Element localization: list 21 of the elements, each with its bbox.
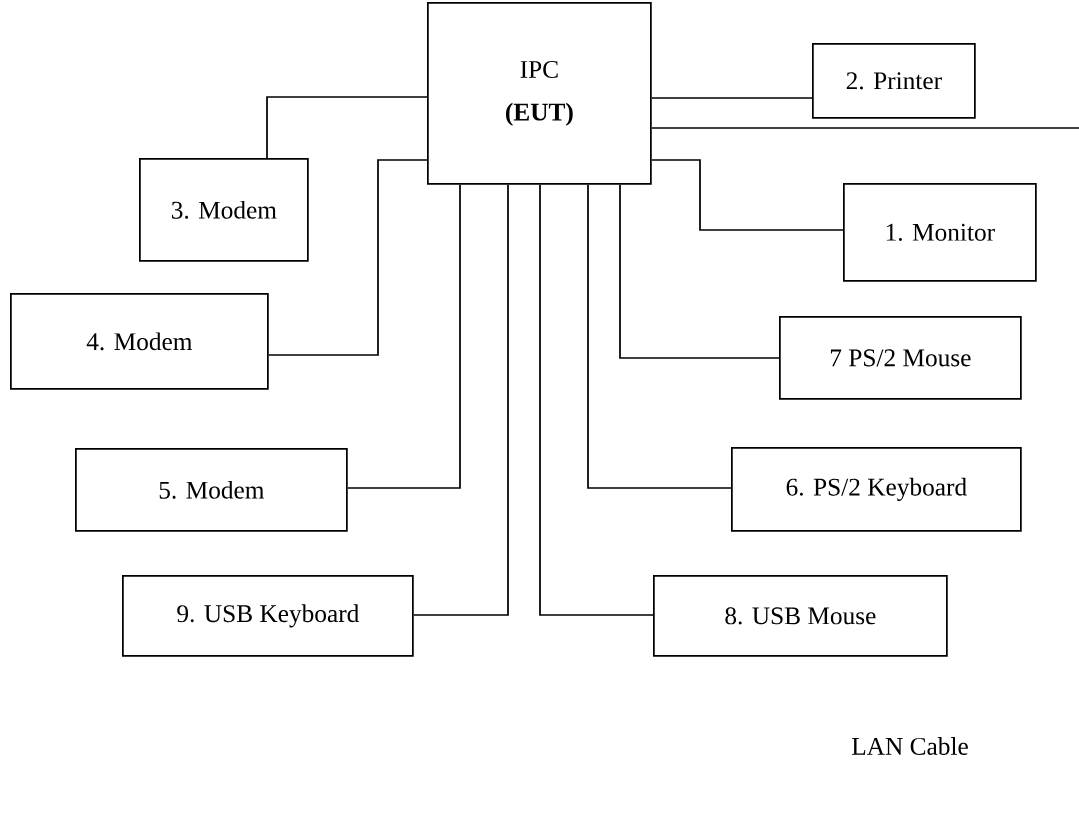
device-box: 5. Modem xyxy=(75,448,348,532)
connection-line xyxy=(412,183,509,616)
computer-box: IPC (EUT) xyxy=(427,2,652,185)
device-box: 1. Monitor xyxy=(843,183,1037,282)
device-box: 6. PS/2 Keyboard xyxy=(731,447,1022,532)
connection-line xyxy=(619,183,780,359)
cable-line xyxy=(650,127,1079,129)
device-box: 7 PS/2 Mouse xyxy=(779,316,1022,400)
connection-line xyxy=(539,183,654,616)
cable-label: LAN Cable xyxy=(852,737,968,755)
device-box: 3. Modem xyxy=(139,158,309,262)
device-box: 8. USB Mouse xyxy=(653,575,948,657)
device-box: 9. USB Keyboard xyxy=(122,575,414,657)
connection-line xyxy=(587,183,732,489)
connection-line xyxy=(267,159,428,356)
device-box: 4. Modem xyxy=(10,293,269,390)
connection-line xyxy=(650,97,813,99)
connection-line xyxy=(650,159,844,231)
device-box: 2. Printer xyxy=(812,43,976,119)
connection-line xyxy=(266,96,428,159)
connection-line xyxy=(346,183,461,489)
